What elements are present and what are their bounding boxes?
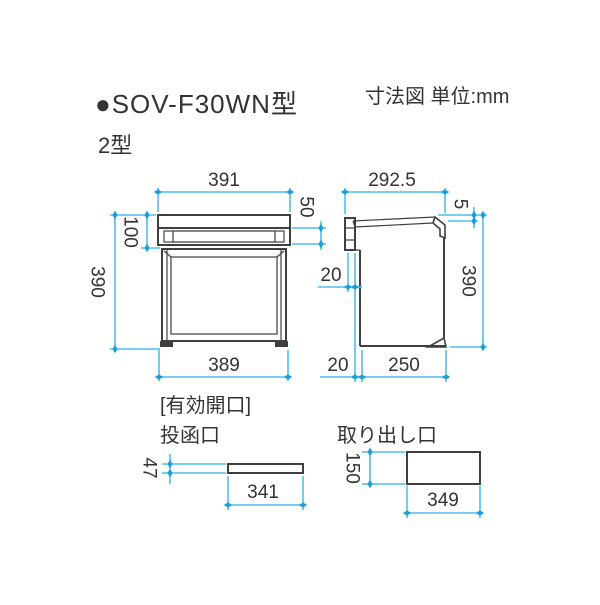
dim-slot-height: 47	[139, 454, 226, 484]
takeout-drawing: 150 349	[342, 447, 485, 518]
posting-slot-label: 投函口	[160, 424, 220, 447]
dim-value-takeout-width: 349	[427, 490, 459, 511]
dim-value-side-lip-depth: 20	[320, 265, 341, 286]
dim-value-side-base-offset: 20	[327, 355, 348, 376]
dim-value-front-head-height: 100	[120, 216, 141, 248]
variant-label: 2型	[98, 133, 132, 158]
dim-value-side-total-height: 390	[458, 265, 479, 297]
dim-front-head-height: 100	[110, 210, 160, 253]
dim-value-slot-height: 47	[139, 457, 160, 478]
dim-value-front-top-width: 391	[208, 170, 240, 191]
front-view-drawing	[157, 214, 291, 347]
side-view-drawing	[344, 215, 447, 348]
front-body	[161, 248, 287, 342]
front-flap-band	[157, 227, 291, 246]
posting-slot-drawing: 47 341	[139, 454, 308, 510]
dim-takeout-width: 349	[402, 486, 485, 518]
side-lid-front-bend	[432, 215, 446, 240]
dim-front-bottom-width: 389	[154, 350, 293, 381]
front-left-chamfer	[163, 250, 172, 258]
front-flap-left-post	[163, 230, 174, 243]
dim-value-side-lid-edge: 5	[450, 199, 471, 210]
dim-value-slot-width: 341	[247, 482, 279, 503]
front-right-chamfer	[276, 250, 285, 258]
effective-opening-label: [有効開口]	[160, 394, 251, 417]
front-lid	[157, 214, 291, 229]
dim-value-front-bottom-width: 389	[208, 355, 240, 376]
dim-value-front-flap-height: 50	[296, 196, 317, 217]
dim-side-lip-depth: 20	[318, 253, 362, 382]
front-left-foot	[160, 341, 173, 347]
dim-value-front-total-height: 390	[87, 266, 108, 298]
dim-value-side-top-depth: 292.5	[368, 170, 416, 191]
dim-side-lid-edge: 5	[438, 199, 487, 228]
dim-front-flap-height: 50	[292, 196, 326, 250]
side-lid-left-cap	[352, 220, 356, 228]
dim-side-top-depth: 292.5	[340, 170, 450, 214]
dim-value-side-base-depth: 250	[388, 355, 420, 376]
side-view-dimensions: 292.5 5 390 20	[318, 170, 487, 382]
side-lid-top-edge	[352, 216, 436, 222]
dim-side-base-row: 20 250	[320, 350, 451, 382]
dim-side-total-height: 390	[450, 210, 487, 352]
dim-front-top-width: 391	[153, 170, 295, 212]
side-slot-lip	[344, 217, 356, 251]
front-right-foot	[275, 341, 288, 347]
front-flap-right-post	[274, 230, 285, 243]
units-note: 寸法図 単位:mm	[365, 85, 509, 108]
dim-slot-width: 341	[223, 476, 308, 510]
dim-value-takeout-height: 150	[342, 452, 363, 484]
dim-takeout-height: 150	[342, 447, 405, 489]
posting-slot-opening	[227, 463, 304, 474]
front-view-dimensions: 391 50 100 390	[87, 170, 326, 381]
dim-front-total-height: 390	[87, 210, 160, 354]
side-lid-underside	[354, 222, 434, 228]
takeout-label: 取り出し口	[337, 424, 437, 447]
takeout-opening	[406, 451, 481, 485]
front-door-panel	[170, 256, 278, 335]
page-title: ●SOV-F30WN型	[95, 89, 298, 119]
